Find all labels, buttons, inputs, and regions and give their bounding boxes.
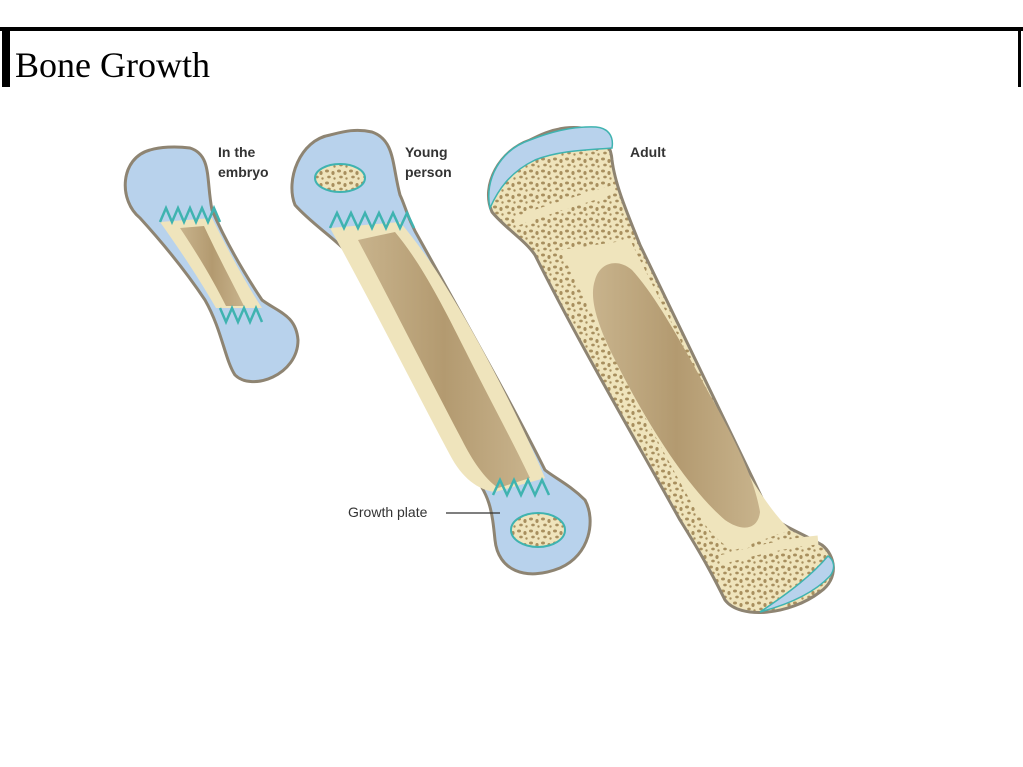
label-growth-plate: Growth plate (348, 504, 428, 520)
adult-epiphyseal-line-top (513, 185, 614, 227)
adult-bone: Adult (486, 125, 835, 614)
young-marrow (358, 232, 530, 488)
label-young-line1: Young (405, 144, 448, 160)
young-growth-plate-top (328, 210, 416, 231)
adult-marrow-cavity (592, 263, 760, 528)
label-embryo-line2: embryo (218, 164, 269, 180)
embryo-growth-plate-bottom (218, 304, 264, 326)
title-bar-left-edge (2, 31, 10, 87)
label-adult: Adult (630, 144, 666, 160)
adult-epiphyseal-line-bottom (718, 535, 819, 565)
title-bar-right-edge (1018, 31, 1021, 87)
label-embryo-line1: In the (218, 144, 256, 160)
slide-title: Bone Growth (15, 45, 210, 85)
young-ossification-center-top (314, 163, 366, 193)
embryo-growth-plate-top (158, 204, 222, 226)
label-young-line2: person (405, 164, 452, 180)
embryo-marrow (180, 226, 244, 306)
embryo-bone: In the embryo (123, 144, 300, 384)
young-growth-plate-bottom (491, 477, 551, 498)
young-person-bone: Young person Growth plate (290, 128, 592, 576)
young-ossification-center-bottom (510, 512, 566, 548)
adult-cartilage-cap-bottom (759, 555, 835, 613)
title-bar: Bone Growth (0, 27, 1023, 87)
adult-cartilage-cap-top (488, 126, 614, 211)
